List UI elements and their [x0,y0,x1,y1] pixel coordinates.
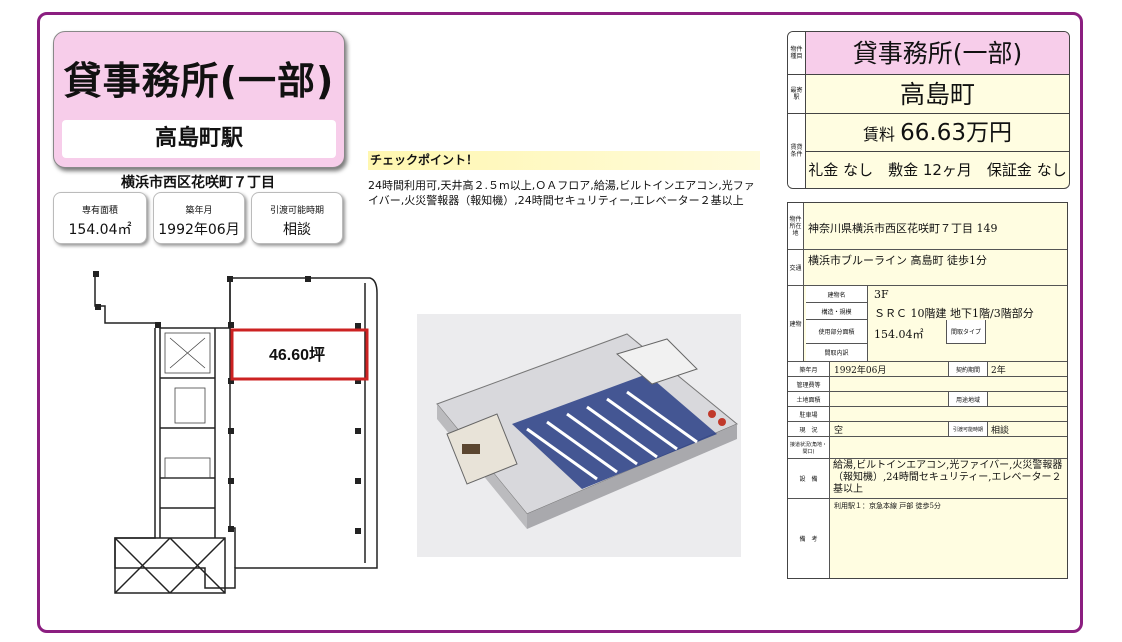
station-name: 高島町駅 [62,120,336,158]
built-label: 築年月 [185,206,213,216]
handover-value: 相談 [283,222,311,238]
location-label: 物件所在地 [788,203,804,249]
road-row: 接道状況(角地・間口) [788,437,1067,459]
handover-value-table: 相談 [991,426,1010,436]
zoning-label: 用途地域 [948,392,988,406]
status-row: 現 況 空 引渡可能時期 相談 [788,422,1067,437]
area-box: 専有面積 154.04㎡ [53,192,147,244]
remarks-value: 利用駅１：京急本線 戸部 徒歩5分 [834,502,941,510]
listing-address: 横浜市西区花咲町７丁目 [121,175,275,191]
status-label: 現 況 [788,422,830,436]
land-label: 土地面積 [788,392,830,406]
parking-label: 駐車場 [788,407,830,421]
layout-type-label: 間取タイプ [946,320,986,344]
office-3d-photo [417,314,741,557]
transport-label: 交通 [788,250,804,285]
terms-label: 賃貸条件 [788,114,806,188]
status-value: 空 [834,426,844,436]
listing-title-card: 貸事務所(一部) 高島町駅 [53,31,345,168]
rent-prefix: 賃料 [863,125,896,144]
location-row: 物件所在地 神奈川県横浜市西区花咲町７丁目 149 [788,203,1067,250]
transport-value: 横浜市ブルーライン 高島町 徒歩1分 [808,254,987,267]
location-value: 神奈川県横浜市西区花咲町７丁目 149 [808,222,998,235]
equipment-row: 設 備 給湯,ビルトインエアコン,光ファイバー,火災警報器（報知機）,24時間セ… [788,459,1067,499]
road-label: 接道状況(角地・間口) [788,437,830,458]
built-box: 築年月 1992年06月 [153,192,245,244]
type-value: 貸事務所(一部) [806,32,1069,75]
floor-plan: 46.60坪 [93,271,378,594]
equipment-value: 給湯,ビルトインエアコン,光ファイバー,火災警報器（報知機）,24時間セキュリテ… [833,460,1063,495]
summary-panel: 物件種目 貸事務所(一部) 最寄駅 高島町 賃貸条件 賃料 66.63万円 礼金… [787,31,1070,189]
mgmt-label: 管理費等 [788,377,830,391]
station-value: 高島町 [806,75,1069,114]
handover-label: 引渡可能時期 [269,206,324,216]
area-label: 専有面積 [81,206,118,216]
remarks-label: 備 考 [788,499,830,578]
listing-title: 貸事務所(一部) [63,59,335,103]
details-table: 物件所在地 神奈川県横浜市西区花咲町７丁目 149 交通 横浜市ブルーライン 高… [787,202,1068,579]
building-row: 建物 建物名 3F 構造・規模 ＳＲＣ 10階建 地下1階/3階部分 使用部分面… [788,286,1067,362]
structure-value: ＳＲＣ 10階建 地下1階/3階部分 [874,307,1034,320]
transport-row: 交通 横浜市ブルーライン 高島町 徒歩1分 [788,250,1067,286]
type-label: 物件種目 [788,32,806,75]
contract-label: 契約期間 [948,362,988,376]
land-row: 土地面積 用途地域 [788,392,1067,407]
contract-value: 2年 [991,366,1006,376]
structure-label: 構造・規模 [806,303,868,320]
checkpoint-title: チェックポイント！ [368,151,760,170]
rent-row: 賃料 66.63万円 [806,114,1069,152]
parking-row: 駐車場 [788,407,1067,422]
mgmt-row: 管理費等 [788,377,1067,392]
highlighted-area [230,328,369,381]
built-value: 1992年06月 [158,222,240,238]
remarks-row: 備 考 利用駅１：京急本線 戸部 徒歩5分 [788,499,1067,578]
building-name-value: 3F [874,288,889,301]
built-row: 築年月 1992年06月 契約期間 2年 [788,362,1067,377]
layout-detail-label: 間取内訳 [806,344,868,361]
rent-value: 66.63万円 [900,120,1012,146]
page-frame [37,12,1083,633]
building-label: 建物 [788,286,804,361]
deposits: 礼金 なし 敷金 12ヶ月 保証金 なし [808,161,1067,179]
checkpoint-text: 24時間利用可,天井高２.５m以上,ＯＡフロア,給湯,ビルトインエアコン,光ファ… [368,179,755,207]
built-label: 築年月 [788,362,830,376]
area-value: 154.04㎡ [68,222,132,238]
built-value: 1992年06月 [834,366,887,376]
handover-box: 引渡可能時期 相談 [251,192,343,244]
area-tag: 46.60坪 [269,346,325,364]
equipment-label: 設 備 [788,459,830,498]
station-label: 最寄駅 [788,75,806,114]
building-name-label: 建物名 [806,286,868,303]
handover-label-table: 引渡可能時期 [948,422,988,436]
usage-area-label: 使用部分面積 [806,320,868,344]
usage-area-value: 154.04㎡ [874,328,924,341]
